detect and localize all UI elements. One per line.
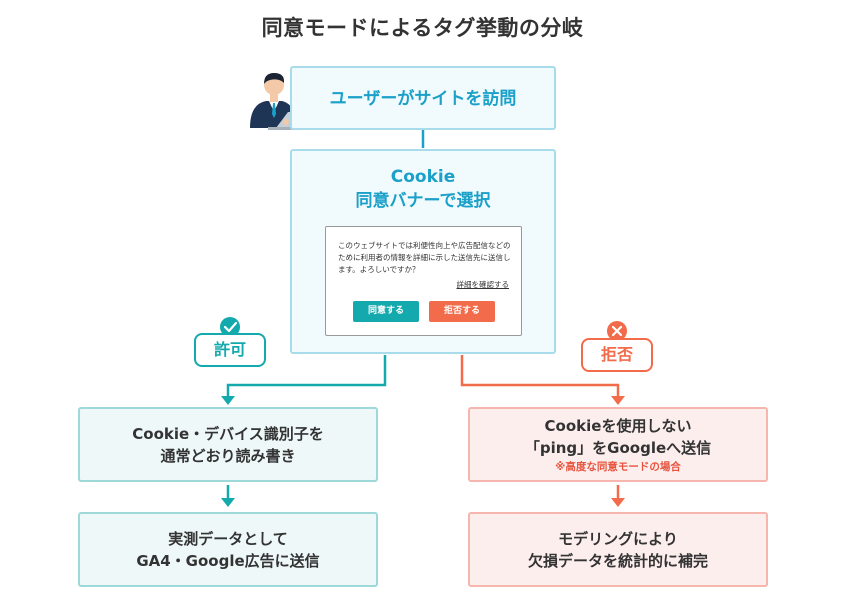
reject-step1-line1: Cookieを使用しない	[544, 416, 692, 435]
allow-step1-line2: 通常どおり読み書き	[160, 446, 296, 465]
allow-step1-box: Cookie・デバイス識別子を 通常どおり読み書き	[78, 407, 378, 482]
arrowhead-allow-1	[221, 396, 235, 405]
reject-step2-line1: モデリングにより	[558, 529, 678, 548]
check-icon	[220, 317, 240, 337]
allow-step2-line1: 実測データとして	[168, 529, 288, 548]
visit-label: ユーザーがサイトを訪問	[329, 89, 517, 109]
reject-branch-label: 拒否	[581, 338, 653, 372]
arrowhead-reject-2	[611, 498, 625, 507]
connector-banner-to-reject	[460, 355, 620, 398]
reject-step1-box: Cookieを使用しない 「ping」をGoogleへ送信 ※高度な同意モードの…	[468, 407, 768, 482]
diagram-title: 同意モードによるタグ挙動の分岐	[261, 16, 584, 40]
banner-message: このウェブサイトでは利便性向上や広告配信などのために利用者の情報を詳細に示した送…	[338, 241, 511, 274]
visit-box: ユーザーがサイトを訪問	[290, 66, 556, 130]
arrowhead-allow-2	[221, 498, 235, 507]
banner-mockup: このウェブサイトでは利便性向上や広告配信などのために利用者の情報を詳細に示した送…	[325, 226, 522, 336]
banner-title: Cookie 同意バナーで選択	[292, 165, 554, 213]
reject-step2-box: モデリングにより 欠損データを統計的に補完	[468, 512, 768, 587]
reject-step1-line2: 「ping」をGoogleへ送信	[524, 438, 712, 457]
banner-title-line2: 同意バナーで選択	[355, 191, 491, 211]
connector-banner-to-allow	[226, 355, 387, 398]
reject-step2-line2: 欠損データを統計的に補完	[527, 551, 708, 570]
reject-step1-note: ※高度な同意モードの場合	[555, 460, 681, 473]
banner-title-line1: Cookie	[390, 167, 456, 187]
reject-button[interactable]: 拒否する	[429, 301, 495, 322]
allow-step2-box: 実測データとして GA4・Google広告に送信	[78, 512, 378, 587]
allow-step1-line1: Cookie・デバイス識別子を	[132, 424, 324, 443]
allow-branch-label: 許可	[194, 333, 266, 367]
consent-banner-box: Cookie 同意バナーで選択 このウェブサイトでは利便性向上や広告配信などのた…	[290, 149, 556, 354]
agree-button[interactable]: 同意する	[353, 301, 419, 322]
details-link[interactable]: 詳細を確認する	[456, 280, 510, 289]
cross-icon	[607, 321, 627, 341]
allow-step2-line2: GA4・Google広告に送信	[136, 551, 320, 570]
arrowhead-reject-1	[611, 396, 625, 405]
